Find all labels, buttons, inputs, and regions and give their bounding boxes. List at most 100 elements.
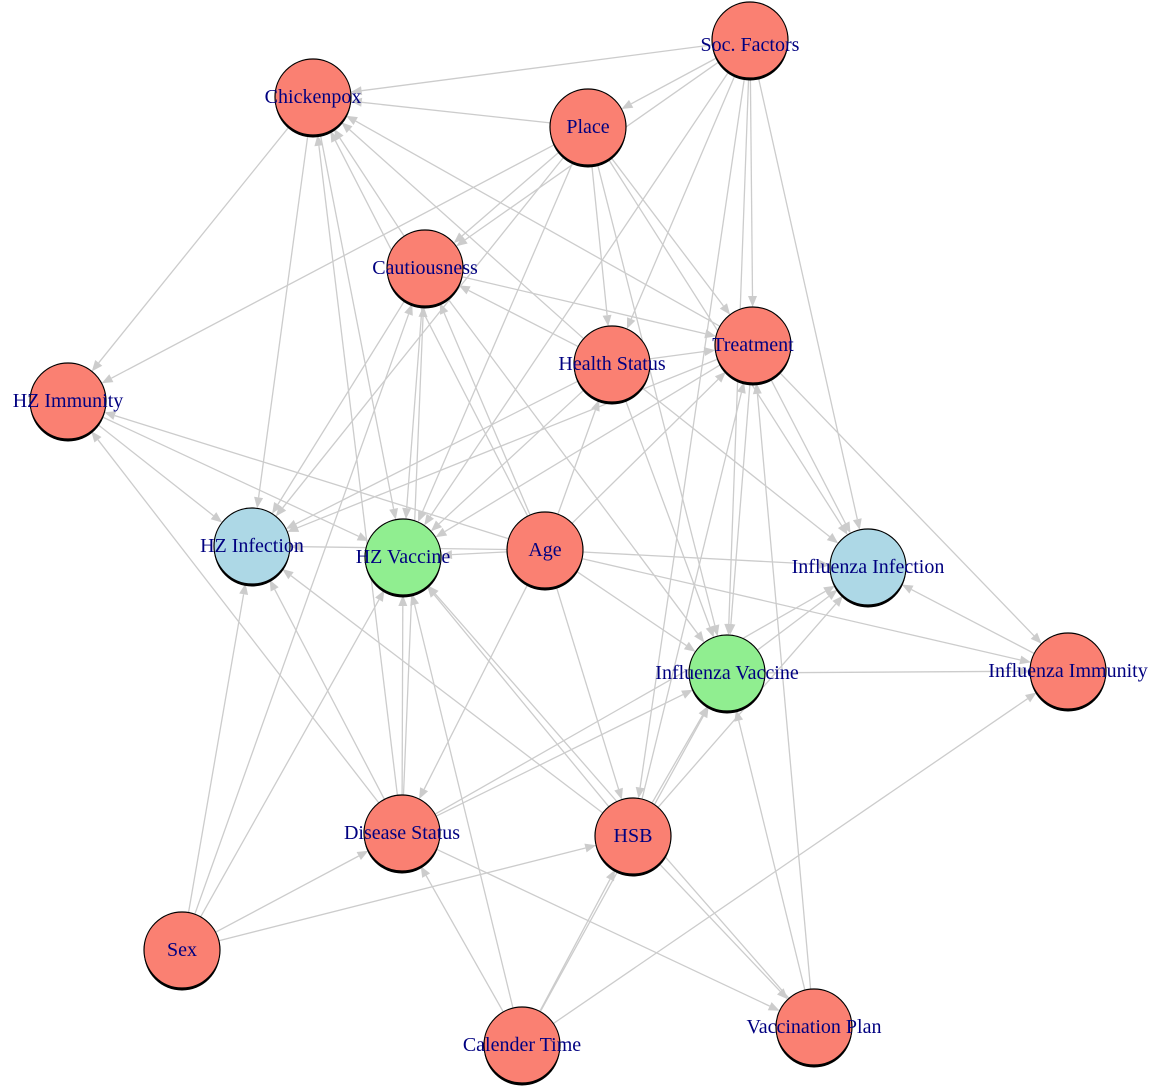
- arrowhead: [458, 285, 471, 295]
- edge-chickenpox-to-hz-immunity: [91, 126, 290, 372]
- edge-line: [187, 594, 245, 913]
- edge-hsb-to-hz-infection: [282, 569, 604, 814]
- edge-age-to-cautiousness: [439, 303, 531, 516]
- arrowhead: [694, 631, 705, 643]
- edge-cautiousness-to-treatment: [461, 276, 716, 339]
- node-label: Soc. Factors: [701, 34, 800, 56]
- node-label: Age: [528, 539, 561, 561]
- edge-line: [451, 551, 508, 556]
- arrowhead: [435, 527, 448, 538]
- edge-line: [361, 101, 551, 124]
- edge-vaccination-plan-to-influenza-vaccine: [734, 709, 806, 991]
- arrowhead: [901, 584, 914, 594]
- edge-line: [624, 399, 711, 628]
- node-circle: [829, 528, 907, 606]
- node-circle: [775, 988, 853, 1066]
- edge-line: [730, 382, 751, 625]
- edge-line: [436, 848, 770, 1007]
- edge-age-to-disease-status: [419, 583, 529, 800]
- edge-line: [297, 358, 718, 529]
- edge-age-to-health-status: [557, 399, 600, 515]
- edge-line: [639, 77, 746, 788]
- node-circle: [549, 88, 627, 166]
- edge-disease-status-to-hz-vaccine: [398, 595, 408, 796]
- node-label: Influenza Infection: [792, 556, 945, 578]
- arrowhead: [752, 382, 762, 395]
- edge-treatment-to-influenza-infection: [769, 378, 851, 534]
- arrowhead: [818, 559, 831, 569]
- arrowhead: [269, 579, 279, 592]
- arrowhead: [1019, 666, 1030, 676]
- edge-line: [290, 575, 604, 814]
- arrowhead: [626, 317, 636, 329]
- edge-line: [778, 371, 1035, 637]
- edge-sex-to-cautiousness: [194, 303, 413, 915]
- edge-disease-status-to-influenza-infection: [434, 585, 835, 815]
- arrowhead: [290, 542, 302, 552]
- edge-line: [421, 161, 574, 513]
- edge-chickenpox-to-hz-infection: [254, 134, 309, 509]
- arrowhead: [430, 520, 443, 532]
- arrowhead: [424, 513, 434, 526]
- edge-health-status-to-hz-infection: [285, 380, 579, 529]
- node-calender-time: Calender Time: [463, 1006, 581, 1086]
- edge-place-to-hz-vaccine: [418, 161, 574, 523]
- edge-line: [651, 715, 704, 804]
- edge-line: [756, 393, 812, 990]
- arrowhead: [681, 689, 693, 699]
- node-label: HSB: [614, 825, 653, 847]
- edge-line: [282, 156, 565, 509]
- arrowhead: [767, 1002, 780, 1011]
- node-circle: [213, 507, 291, 585]
- arrowhead: [210, 512, 223, 523]
- edge-soc-factors-to-treatment: [748, 77, 757, 307]
- edge-line: [319, 134, 395, 510]
- edge-line: [277, 299, 406, 505]
- arrowhead: [453, 232, 465, 244]
- edge-hsb-to-treatment: [641, 381, 746, 800]
- node-hsb: HSB: [594, 797, 672, 877]
- edge-cautiousness-to-hz-vaccine: [402, 305, 423, 520]
- node-disease-status: Disease Status: [344, 794, 460, 874]
- edge-line: [429, 71, 730, 517]
- edge-treatment-to-chickenpox: [346, 115, 721, 327]
- arrowhead: [341, 122, 353, 133]
- node-circle: [29, 362, 107, 440]
- edge-disease-status-to-chickenpox: [314, 134, 399, 796]
- edge-line: [355, 120, 721, 327]
- arrowhead: [398, 595, 408, 606]
- edge-line: [295, 380, 579, 525]
- edge-age-to-influenza-vaccine: [576, 570, 696, 652]
- edge-line: [581, 557, 1021, 661]
- arrowhead: [104, 411, 117, 420]
- arrowhead: [1025, 692, 1037, 703]
- arrowhead: [91, 431, 102, 443]
- edge-influenza-vaccine-to-influenza-immunity: [764, 666, 1030, 676]
- arrowhead: [428, 585, 439, 597]
- node-label: Disease Status: [344, 822, 460, 844]
- arrowhead: [287, 523, 300, 532]
- node-influenza-immunity: Influenza Immunity: [988, 632, 1148, 712]
- arrowhead: [282, 569, 294, 580]
- arrowhead: [350, 97, 363, 107]
- edge-line: [553, 698, 1028, 1025]
- arrowhead: [254, 496, 264, 509]
- edge-line: [461, 276, 706, 335]
- arrowhead: [635, 786, 645, 799]
- node-label: Cautiousness: [372, 257, 478, 279]
- edge-place-to-hz-immunity: [101, 144, 555, 384]
- edge-line: [434, 593, 790, 999]
- arrowhead: [614, 787, 623, 800]
- node-treatment: Treatment: [712, 306, 794, 386]
- node-circle: [573, 325, 651, 403]
- arrowhead: [852, 518, 862, 530]
- edge-disease-status-to-vaccination-plan: [436, 848, 780, 1011]
- edge-place-to-treatment: [610, 156, 731, 315]
- edge-disease-status-to-hz-immunity: [91, 431, 380, 804]
- edge-line: [769, 378, 847, 524]
- node-label: Influenza Vaccine: [655, 662, 799, 684]
- edge-hsb-to-vaccination-plan: [658, 863, 788, 1000]
- node-hz-vaccine: HZ Vaccine: [356, 518, 450, 598]
- arrowhead: [418, 510, 427, 523]
